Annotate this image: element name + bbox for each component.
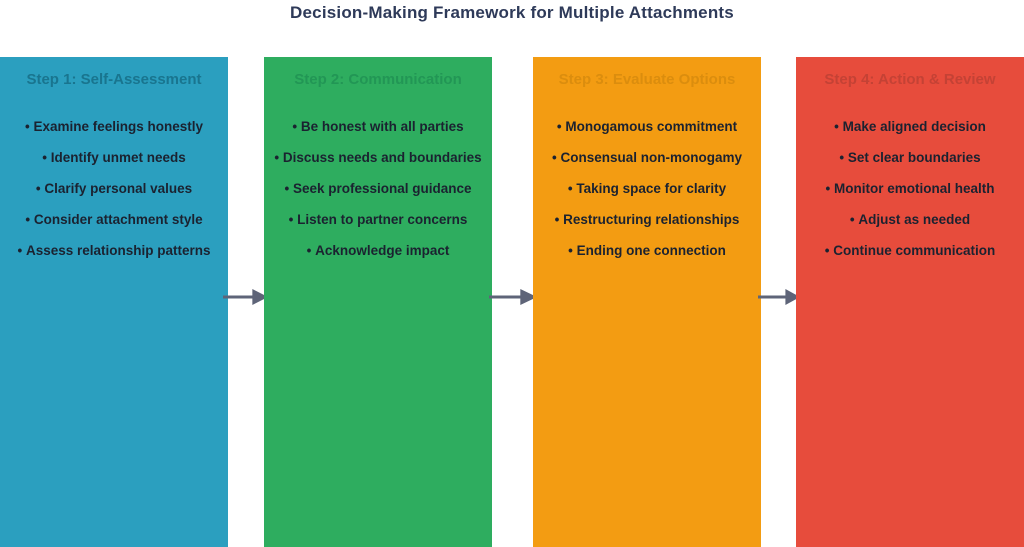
bullet-list: Monogamous commitment Consensual non-mon… (533, 111, 761, 266)
column-header: Step 2: Communication (294, 71, 462, 88)
list-item: Consensual non-monogamy (533, 142, 761, 173)
list-item: Clarify personal values (0, 173, 228, 204)
list-item: Continue communication (796, 235, 1024, 266)
list-item: Identify unmet needs (0, 142, 228, 173)
list-item: Discuss needs and boundaries (264, 142, 492, 173)
list-item: Ending one connection (533, 235, 761, 266)
list-item: Assess relationship patterns (0, 235, 228, 266)
step-column-4: Step 4: Action & Review Make aligned dec… (796, 57, 1024, 547)
list-item: Restructuring relationships (533, 204, 761, 235)
bullet-list: Make aligned decision Set clear boundari… (796, 111, 1024, 266)
list-item: Be honest with all parties (264, 111, 492, 142)
list-item: Listen to partner concerns (264, 204, 492, 235)
step-column-3: Step 3: Evaluate Options Monogamous comm… (533, 57, 761, 547)
list-item: Seek professional guidance (264, 173, 492, 204)
list-item: Make aligned decision (796, 111, 1024, 142)
right-arrow-icon (758, 289, 800, 305)
column-header: Step 1: Self-Assessment (26, 71, 202, 88)
list-item: Acknowledge impact (264, 235, 492, 266)
column-header: Step 3: Evaluate Options (558, 71, 736, 88)
list-item: Consider attachment style (0, 204, 228, 235)
step-column-1: Step 1: Self-Assessment Examine feelings… (0, 57, 228, 547)
list-item: Set clear boundaries (796, 142, 1024, 173)
column-header: Step 4: Action & Review (824, 71, 996, 88)
right-arrow-icon (223, 289, 268, 305)
list-item: Examine feelings honestly (0, 111, 228, 142)
step-column-2: Step 2: Communication Be honest with all… (264, 57, 492, 547)
bullet-list: Be honest with all parties Discuss needs… (264, 111, 492, 266)
list-item: Monitor emotional health (796, 173, 1024, 204)
list-item: Monogamous commitment (533, 111, 761, 142)
right-arrow-icon (489, 289, 537, 305)
bullet-list: Examine feelings honestly Identify unmet… (0, 111, 228, 266)
list-item: Adjust as needed (796, 204, 1024, 235)
list-item: Taking space for clarity (533, 173, 761, 204)
page-title: Decision-Making Framework for Multiple A… (290, 3, 734, 22)
